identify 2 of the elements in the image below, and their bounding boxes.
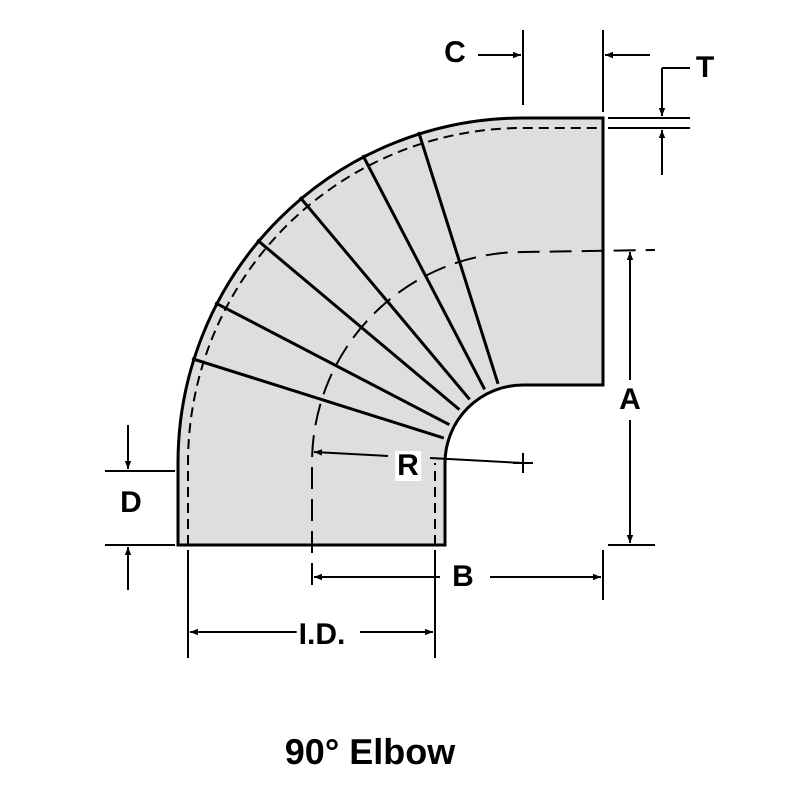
dimension-label: R: [395, 451, 421, 481]
caption: 90° Elbow: [284, 733, 456, 771]
